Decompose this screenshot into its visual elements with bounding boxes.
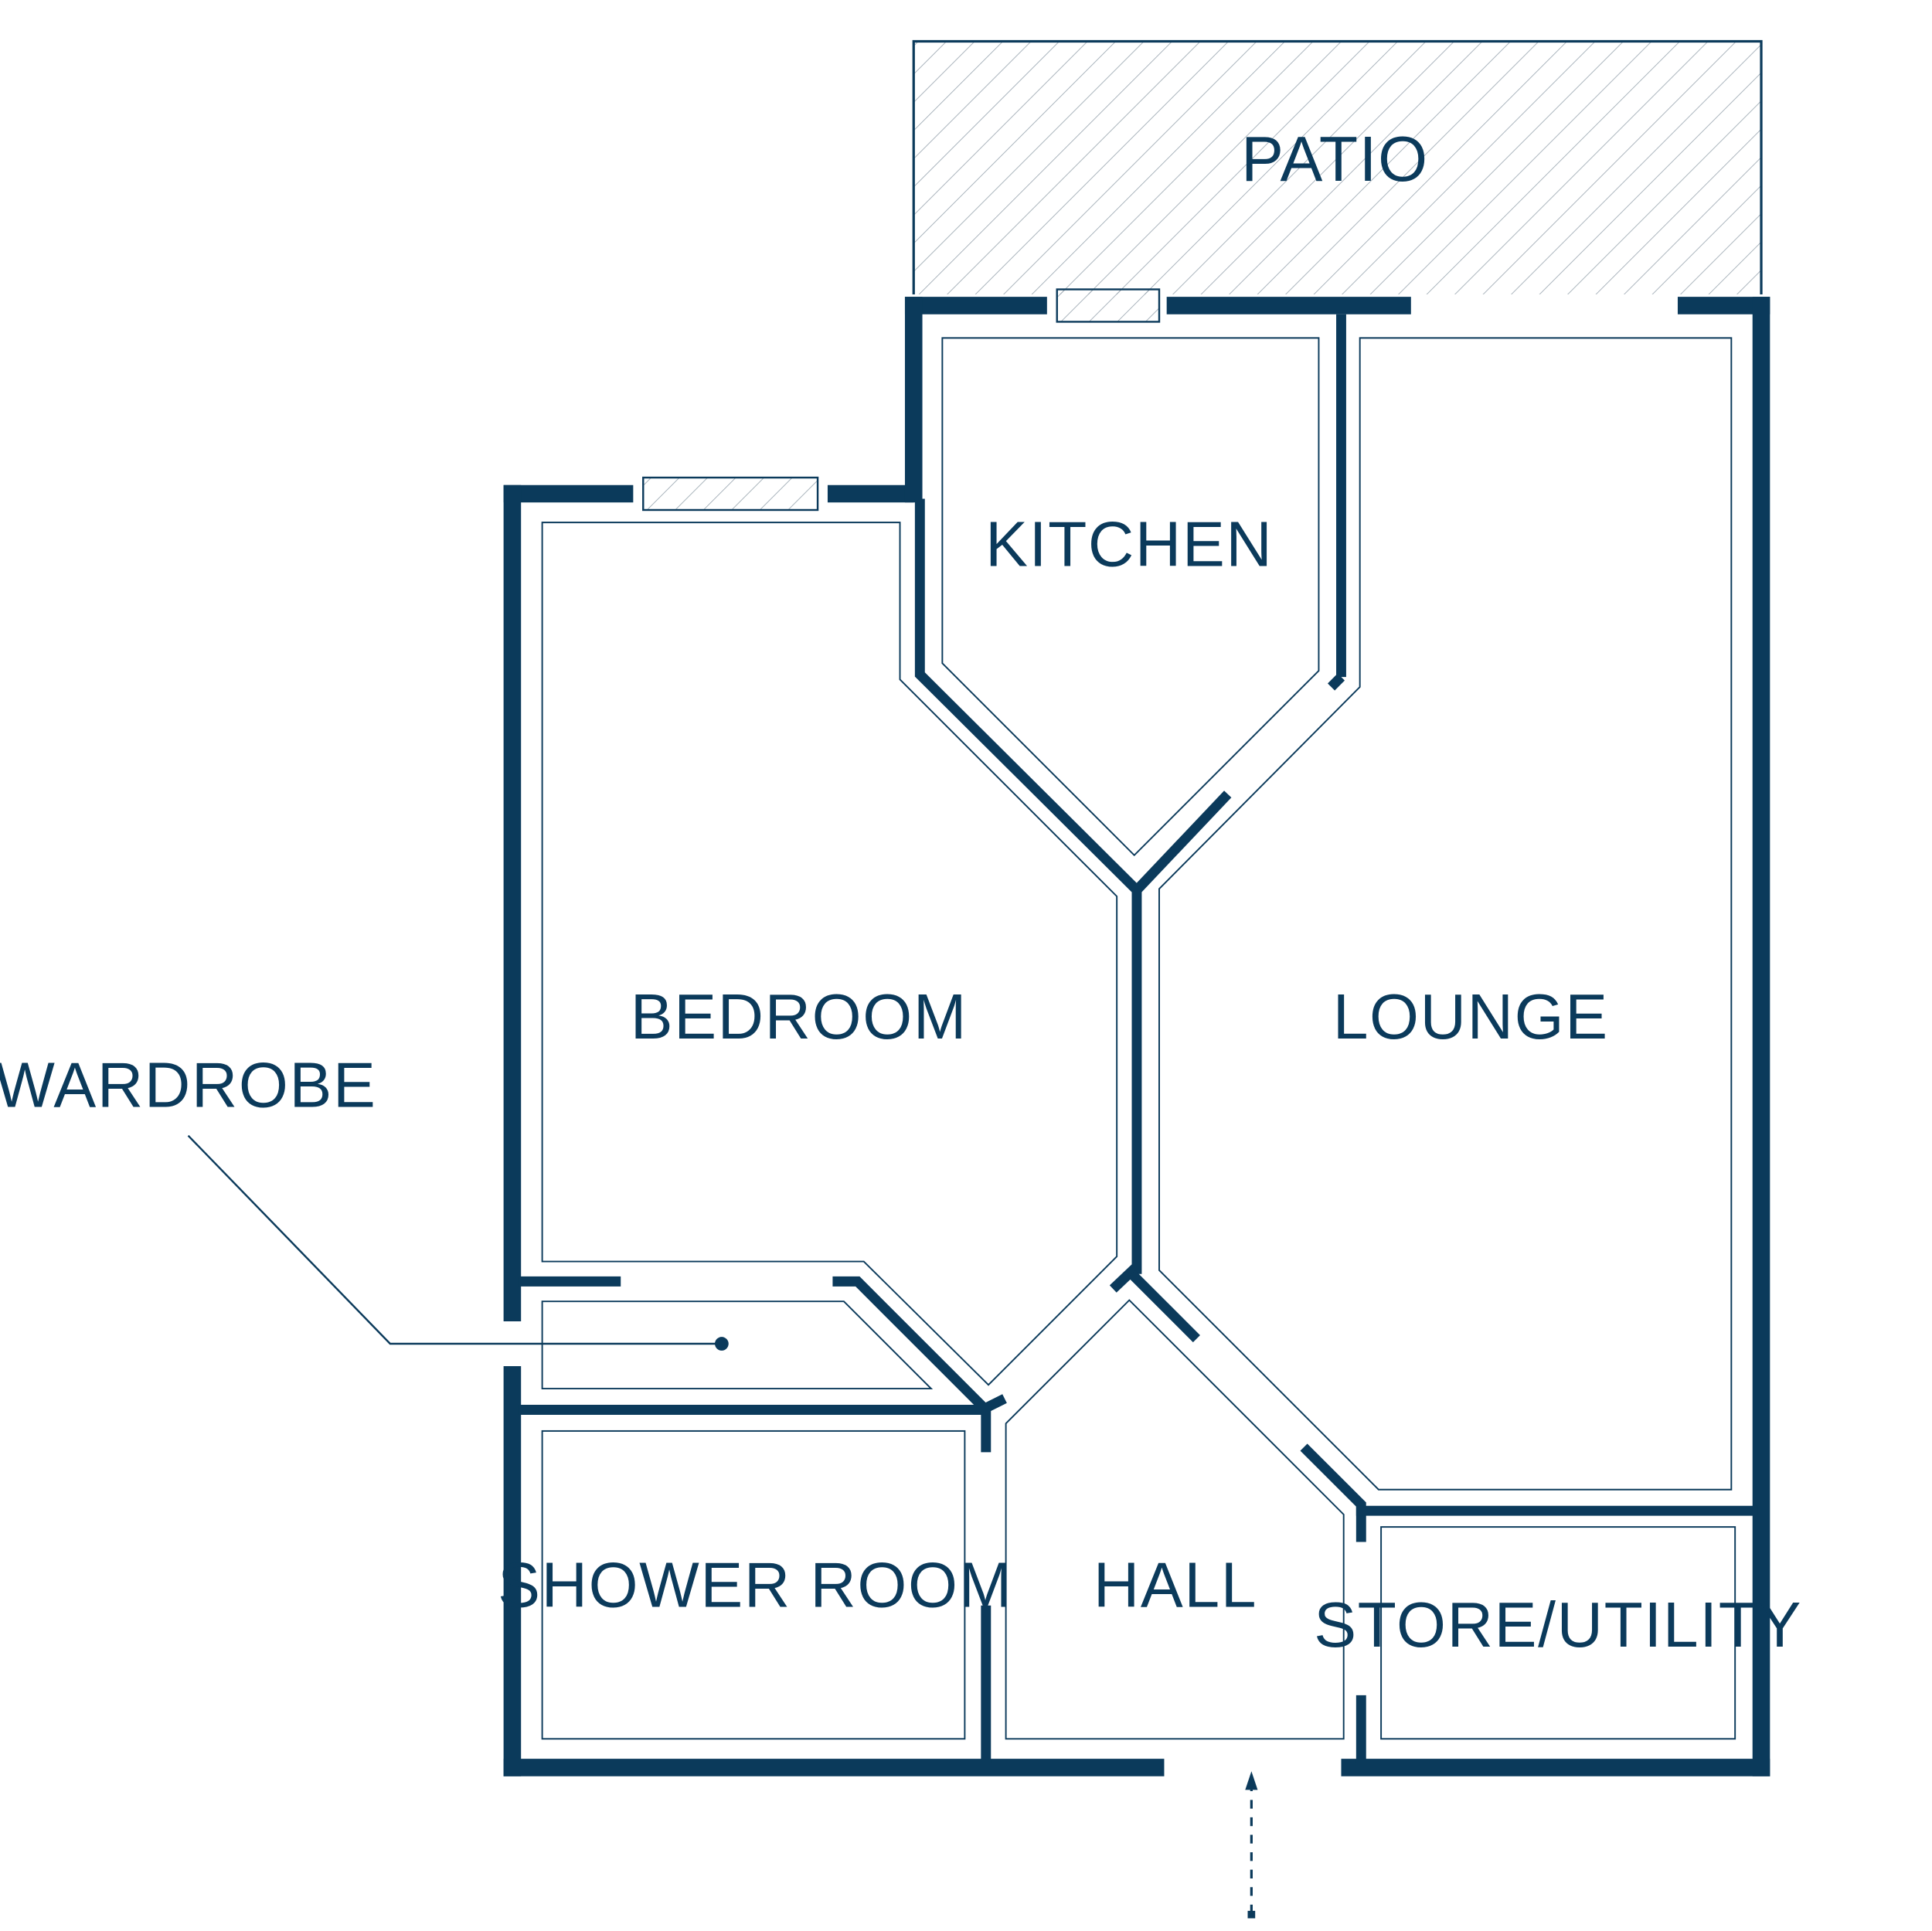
- interior-walls: [518, 314, 1758, 1763]
- kitchen-outline: [941, 337, 1320, 857]
- walls: [503, 297, 1770, 1776]
- hall-outline: [1005, 1299, 1345, 1740]
- store-utility-label: STORE/UTILITY: [1314, 1590, 1802, 1661]
- bedroom-label: BEDROOM: [631, 982, 968, 1052]
- patio-label: PATIO: [1241, 124, 1429, 195]
- arrow-up-icon: [1245, 1771, 1258, 1919]
- wardrobe-leader-dot: [715, 1337, 729, 1351]
- patio-outline: [912, 39, 1763, 294]
- bedroom-outline: [541, 522, 1118, 1386]
- kitchen-window: [1056, 288, 1161, 323]
- lounge-outline: [1158, 337, 1733, 1491]
- wardrobe-leader-line: [187, 1134, 722, 1345]
- inner-outlines: [541, 337, 1736, 1740]
- shower-room-outline: [541, 1430, 966, 1740]
- bedroom-window: [642, 476, 819, 512]
- wardrobe-label: WARDROBE: [0, 1051, 376, 1121]
- hall-label: HALL: [1094, 1550, 1257, 1620]
- wardrobe-outline: [541, 1300, 934, 1390]
- patio-area: [913, 41, 1762, 294]
- lounge-label: LOUNGE: [1333, 982, 1609, 1052]
- kitchen-label: KITCHEN: [985, 510, 1273, 580]
- shower-room-label: SHOWER ROOM: [498, 1550, 1013, 1620]
- store-utility-outline: [1380, 1526, 1736, 1740]
